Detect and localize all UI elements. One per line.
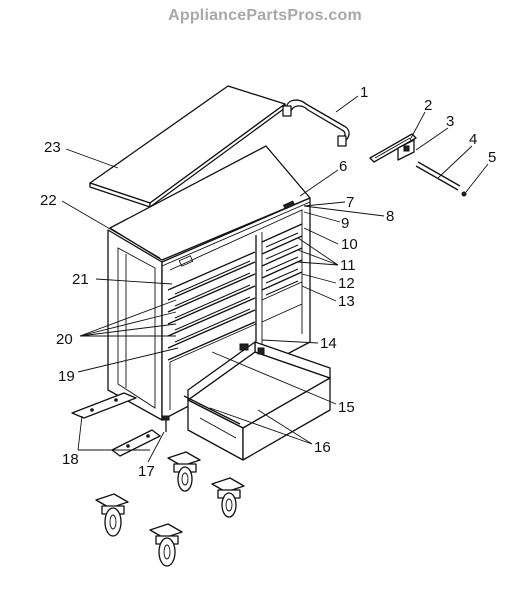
callout-11: 11 (340, 257, 356, 274)
right-drawer-bank (261, 223, 303, 301)
callout-labels: 1 2 3 4 5 6 7 8 9 10 11 12 13 14 15 16 1… (40, 84, 496, 480)
callout-10: 10 (341, 236, 358, 253)
callout-15: 15 (338, 399, 355, 416)
side-handle-part (282, 99, 350, 147)
callout-4: 4 (469, 131, 477, 148)
callout-20: 20 (56, 331, 73, 348)
callout-23: 23 (44, 139, 61, 156)
callout-22: 22 (40, 192, 57, 209)
callout-16: 16 (314, 439, 331, 456)
caster-wheel-2 (211, 477, 245, 518)
callout-17: 17 (138, 463, 155, 480)
lock-bar-part (369, 133, 417, 163)
lock-rod-part (415, 161, 467, 197)
bottom-drawer-part (183, 341, 331, 461)
callout-2: 2 (424, 97, 432, 114)
screw-part (162, 415, 170, 432)
callout-21: 21 (72, 271, 89, 288)
callout-6: 6 (339, 158, 347, 175)
callout-8: 8 (386, 208, 394, 225)
callout-leaders (61, 95, 489, 463)
callout-7: 7 (346, 194, 354, 211)
site-watermark: AppliancePartsPros.com (168, 7, 362, 24)
callout-14: 14 (320, 335, 337, 352)
callout-18: 18 (62, 451, 79, 468)
callout-5: 5 (488, 149, 496, 166)
caster-wheel-1 (167, 451, 201, 492)
caster-wheel-4 (149, 523, 183, 567)
callout-9: 9 (341, 215, 349, 232)
caster-bracket-part (71, 392, 161, 457)
callout-12: 12 (338, 275, 355, 292)
callout-3: 3 (446, 113, 454, 130)
callout-13: 13 (338, 293, 355, 310)
caster-wheel-3 (95, 493, 129, 537)
left-drawer-bank (167, 251, 256, 361)
callout-1: 1 (360, 84, 368, 101)
callout-19: 19 (58, 368, 75, 385)
cabinet-body (107, 145, 311, 421)
